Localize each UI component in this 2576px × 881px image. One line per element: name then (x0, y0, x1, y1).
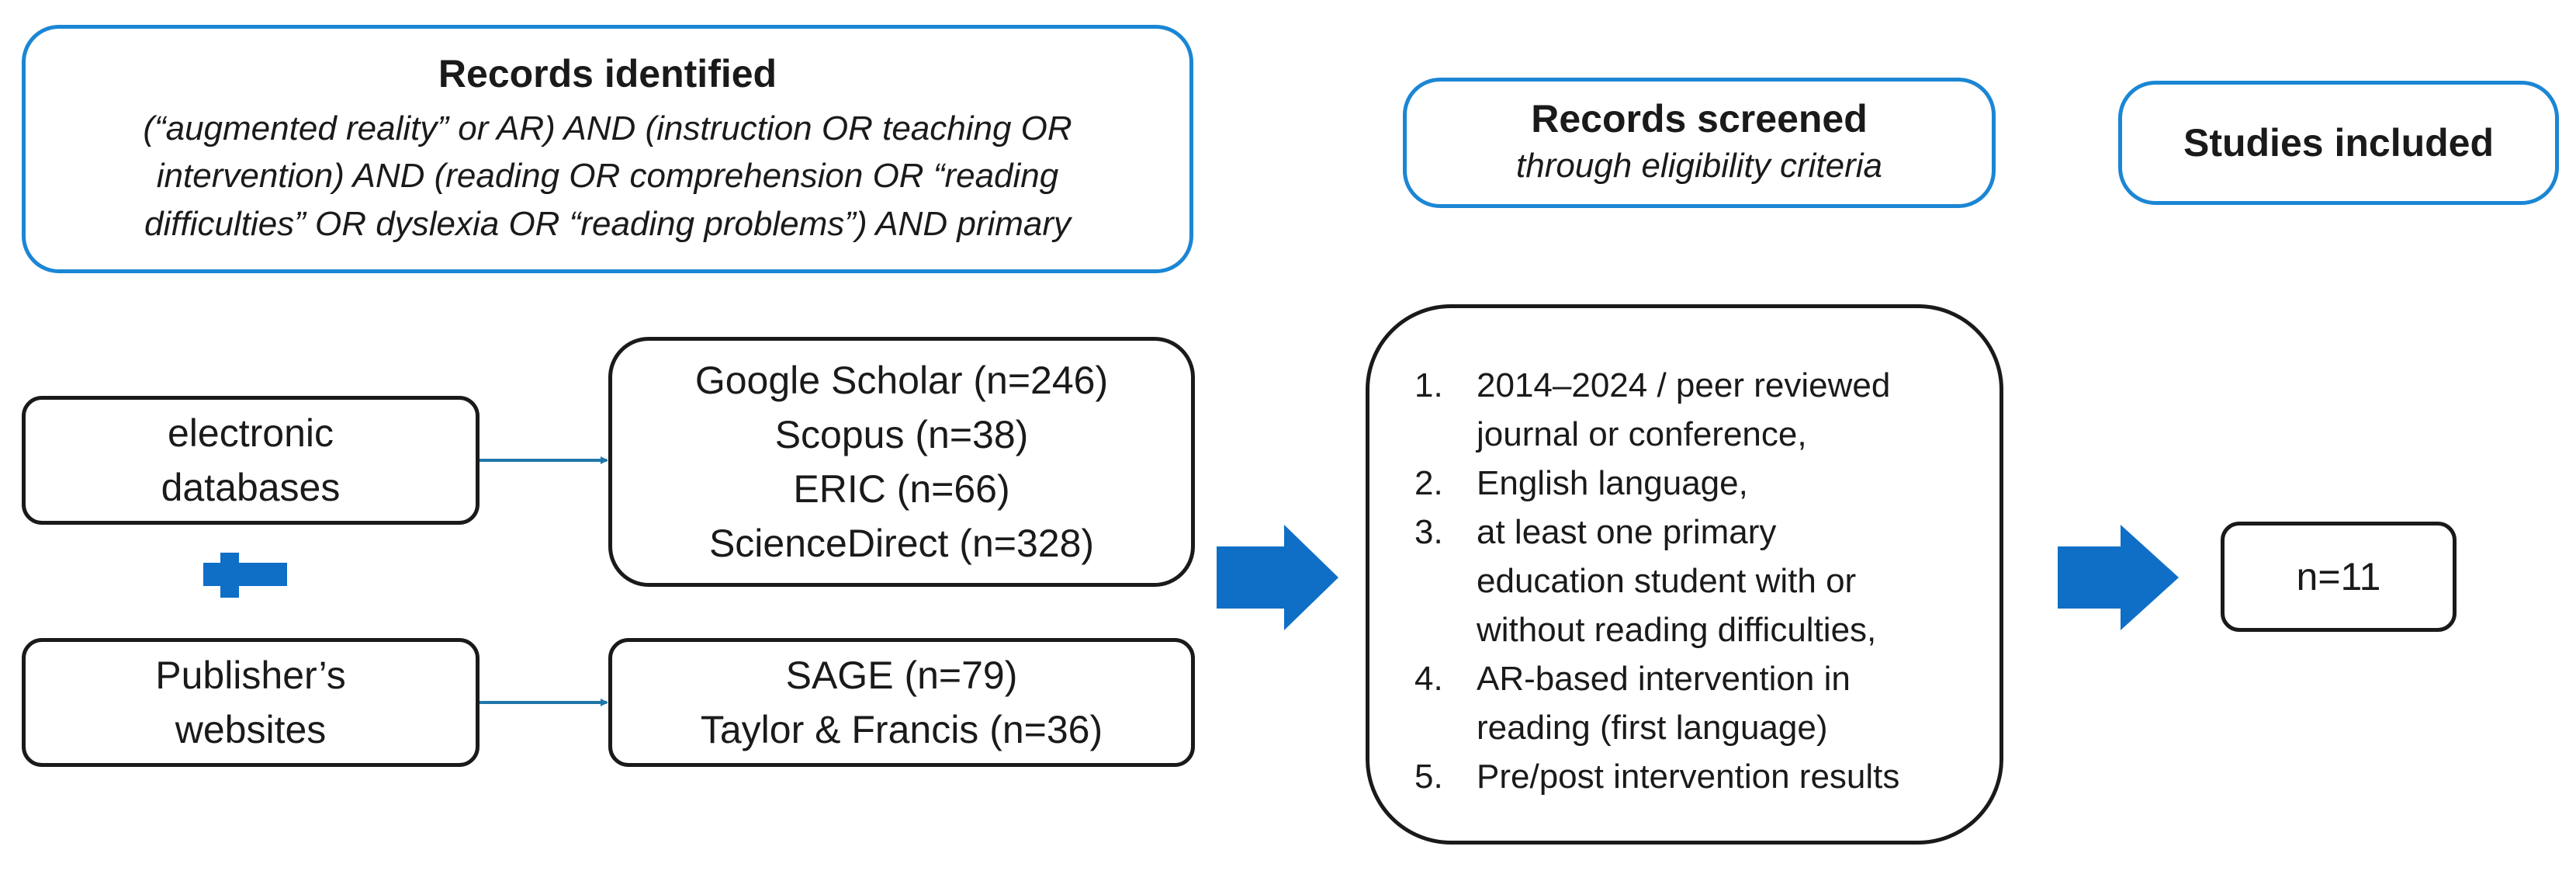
search-query: (“augmented reality” or AR) AND (instruc… (143, 105, 1072, 248)
search-query-line: difficulties” OR dyslexia OR “reading pr… (144, 204, 1071, 243)
criterion-text-line: at least one primary (1477, 513, 1777, 551)
criterion-number: 4. (1414, 660, 1443, 698)
criterion-number: 5. (1414, 758, 1443, 796)
criterion-number: 3. (1414, 513, 1443, 551)
criterion-text: 2014–2024 / peer reviewed journal or con… (1477, 361, 1890, 459)
included-count-box: n=11 (2221, 522, 2457, 632)
eligibility-criteria-box: 1. 2014–2024 / peer reviewed journal or … (1366, 304, 2003, 845)
plus-icon (203, 553, 287, 598)
criterion-item: 5. Pre/post intervention results (1414, 752, 2000, 801)
criterion-item: 3. at least one primary education studen… (1414, 508, 2000, 654)
criterion-text: AR-based intervention in reading (first … (1477, 654, 1851, 752)
criterion-text-line: AR-based intervention in (1477, 660, 1851, 698)
search-query-line: (“augmented reality” or AR) AND (instruc… (143, 109, 1072, 147)
database-result-item: ScienceDirect (n=328) (708, 522, 1095, 565)
source-label-line: Publisher’s (155, 654, 346, 697)
website-result-item: SAGE (n=79) (785, 654, 1018, 697)
criterion-item: 1. 2014–2024 / peer reviewed journal or … (1414, 361, 2000, 459)
criterion-text-line: Pre/post intervention results (1477, 758, 1900, 796)
electronic-databases-box: electronic databases (22, 396, 480, 525)
database-result-item: Google Scholar (n=246) (694, 359, 1109, 402)
criterion-text-line: reading (first language) (1477, 709, 1828, 747)
criterion-text-line: journal or conference, (1477, 415, 1807, 453)
source-label-line: databases (161, 466, 341, 509)
records-screened-title: Records screened (1531, 97, 1868, 141)
criterion-text: at least one primary education student w… (1477, 508, 1876, 654)
database-result-item: ERIC (n=66) (793, 467, 1010, 511)
criterion-number: 2. (1414, 464, 1443, 502)
records-screened-box: Records screened through eligibility cri… (1403, 78, 1996, 208)
criterion-text-line: 2014–2024 / peer reviewed (1477, 366, 1891, 404)
criterion-text: Pre/post intervention results (1477, 752, 1899, 801)
website-result-item: Taylor & Francis (n=36) (700, 708, 1103, 751)
database-results-box: Google Scholar (n=246) Scopus (n=38) ERI… (608, 337, 1195, 587)
criterion-text-line: education student with or (1477, 562, 1857, 600)
records-identified-title: Records identified (438, 51, 777, 95)
flow-arrow-icon (2058, 525, 2179, 630)
criterion-number: 1. (1414, 366, 1443, 404)
flow-arrow-icon (1217, 525, 1338, 630)
studies-included-title: Studies included (2183, 121, 2495, 165)
database-result-item: Scopus (n=38) (774, 413, 1029, 456)
criterion-text-line: English language, (1477, 464, 1748, 502)
records-screened-subtitle: through eligibility criteria (1516, 147, 1882, 186)
criterion-item: 4. AR-based intervention in reading (fir… (1414, 654, 2000, 752)
criterion-text-line: without reading difficulties, (1477, 611, 1877, 649)
source-label-line: electronic (168, 411, 334, 455)
criterion-text: English language, (1477, 459, 1748, 508)
search-query-line: intervention) AND (reading OR comprehens… (156, 157, 1059, 196)
website-results-box: SAGE (n=79) Taylor & Francis (n=36) (608, 638, 1195, 767)
publisher-websites-box: Publisher’s websites (22, 638, 480, 767)
studies-included-box: Studies included (2118, 81, 2559, 205)
criterion-item: 2. English language, (1414, 459, 2000, 508)
records-identified-box: Records identified (“augmented reality” … (22, 25, 1193, 273)
source-label-line: websites (175, 708, 327, 751)
included-count: n=11 (2296, 555, 2381, 598)
